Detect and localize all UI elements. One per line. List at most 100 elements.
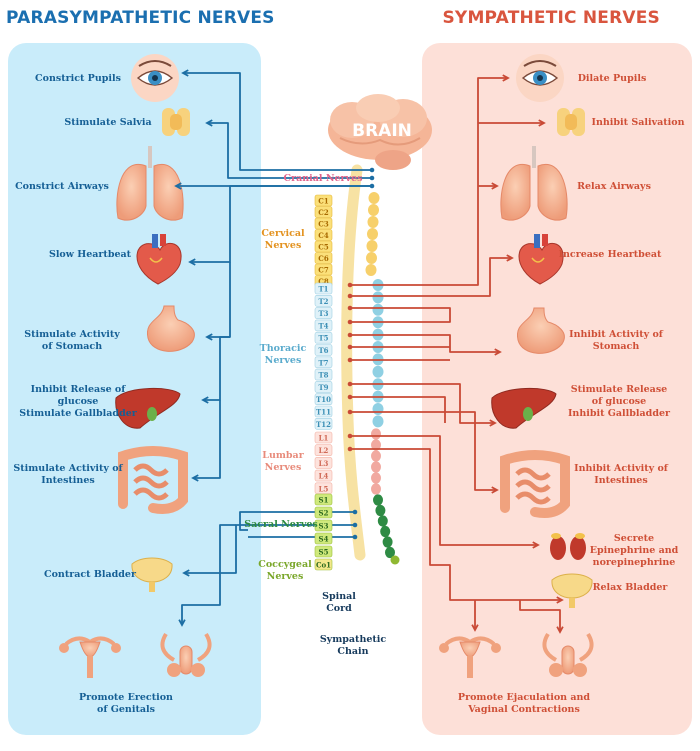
vertebra-label: C5	[314, 240, 333, 253]
svg-text:C2: C2	[318, 208, 329, 217]
arrowhead	[181, 69, 189, 77]
chain-ganglion	[367, 216, 379, 228]
svg-text:S4: S4	[319, 535, 329, 544]
chain-ganglion	[372, 291, 384, 304]
liver-icon	[491, 387, 557, 429]
sympathetic-effect-label: Relax Airways	[577, 181, 651, 192]
intestines-icon	[500, 450, 570, 518]
nerve-origin-dot	[347, 433, 353, 439]
parasympathetic-nerve	[183, 72, 372, 171]
vertebra-label: T9	[314, 381, 333, 393]
svg-text:C1: C1	[318, 197, 329, 206]
vertebra-label: C1	[314, 194, 333, 207]
nerve-origin-dot	[347, 394, 353, 400]
chain-ganglion	[366, 240, 378, 252]
liver-icon	[115, 387, 181, 429]
svg-text:Co1: Co1	[316, 561, 331, 570]
parasympathetic-nerve	[184, 524, 355, 574]
arrowhead	[201, 396, 209, 404]
sympathetic-effect-label: Increase Heartbeat	[558, 249, 662, 260]
parasympathetic-nerve	[181, 524, 236, 625]
vertebra-label: C7	[314, 263, 333, 276]
chain-ganglion	[366, 252, 377, 264]
parasympathetic-nerve	[207, 122, 372, 179]
parasympathetic-effect-label: Constrict Airways	[15, 181, 109, 192]
sympathetic-nerve	[350, 77, 508, 286]
vertebra-label: C6	[314, 252, 333, 264]
nerve-origin-dot	[352, 534, 358, 540]
svg-text:C4: C4	[318, 231, 329, 240]
arrowhead	[205, 119, 213, 127]
svg-text:C5: C5	[318, 243, 329, 252]
salivary-gland-icon	[557, 108, 585, 136]
chain-ganglion	[367, 228, 378, 240]
sympathetic-effect-label: Inhibit Salivation	[591, 117, 685, 128]
nerve-origin-dot	[369, 167, 375, 173]
vertebra-label: T8	[314, 368, 333, 381]
chain-ganglion	[371, 428, 381, 440]
chain-ganglion	[372, 365, 384, 378]
parasympathetic-nerve	[190, 185, 372, 263]
vertebra-label: L4	[314, 469, 333, 482]
svg-text:T12: T12	[316, 420, 331, 429]
parasympathetic-nerve	[239, 511, 355, 531]
svg-text:C6: C6	[318, 254, 329, 263]
vertebra-label: T1	[314, 282, 333, 295]
vertebra-label: T4	[314, 319, 333, 332]
parasympathetic-nerve	[203, 336, 230, 401]
bladder-icon	[131, 557, 173, 592]
vertebra-label: T6	[314, 344, 333, 356]
nerve-origin-dot	[347, 293, 353, 299]
cranial-nerves-label: Cranial Nerves	[283, 173, 363, 184]
chain-ganglion	[390, 555, 400, 565]
svg-text:T2: T2	[318, 297, 328, 306]
heart-icon	[136, 234, 182, 285]
chain-ganglion	[372, 415, 384, 428]
chain-ganglion	[382, 536, 393, 548]
nerve-origin-dot	[347, 282, 353, 288]
vertebra-label: S3	[314, 519, 333, 532]
svg-text:S2: S2	[319, 509, 329, 518]
sacral-nerves-label: Sacral Nerves	[244, 519, 318, 530]
chain-ganglion	[372, 403, 384, 415]
parasympathetic-panel	[8, 43, 261, 735]
svg-text:C7: C7	[318, 266, 329, 275]
svg-text:L1: L1	[319, 434, 329, 443]
svg-text:L3: L3	[319, 459, 329, 468]
salivary-gland-icon	[162, 108, 190, 136]
nerve-origin-dot	[347, 319, 353, 325]
male-reproductive-icon	[160, 632, 212, 677]
chain-ganglion	[380, 525, 391, 538]
arrowhead	[191, 474, 199, 482]
sympathetic-nerve	[350, 435, 538, 546]
svg-text:S3: S3	[319, 522, 329, 531]
female-reproductive-icon	[439, 636, 501, 678]
svg-text:T1: T1	[318, 285, 328, 294]
parasympathetic-nerve	[193, 400, 221, 479]
intestines-icon	[118, 446, 188, 514]
nerve-origin-dot	[347, 332, 353, 338]
svg-text:L2: L2	[319, 446, 329, 455]
heart-icon	[518, 234, 564, 285]
chain-ganglion	[371, 472, 381, 484]
parasympathetic-title: PARASYMPATHETIC NERVES	[6, 8, 275, 28]
parasympathetic-effect-label: Stimulate Salvia	[64, 117, 152, 128]
male-reproductive-icon	[542, 632, 594, 677]
nerve-origin-dot	[347, 409, 353, 415]
chain-ganglion	[365, 264, 377, 276]
eye-icon	[516, 54, 564, 102]
bladder-icon	[551, 573, 593, 608]
svg-text:S5: S5	[319, 548, 329, 557]
chain-ganglion	[371, 483, 381, 495]
svg-text:T6: T6	[318, 346, 328, 355]
